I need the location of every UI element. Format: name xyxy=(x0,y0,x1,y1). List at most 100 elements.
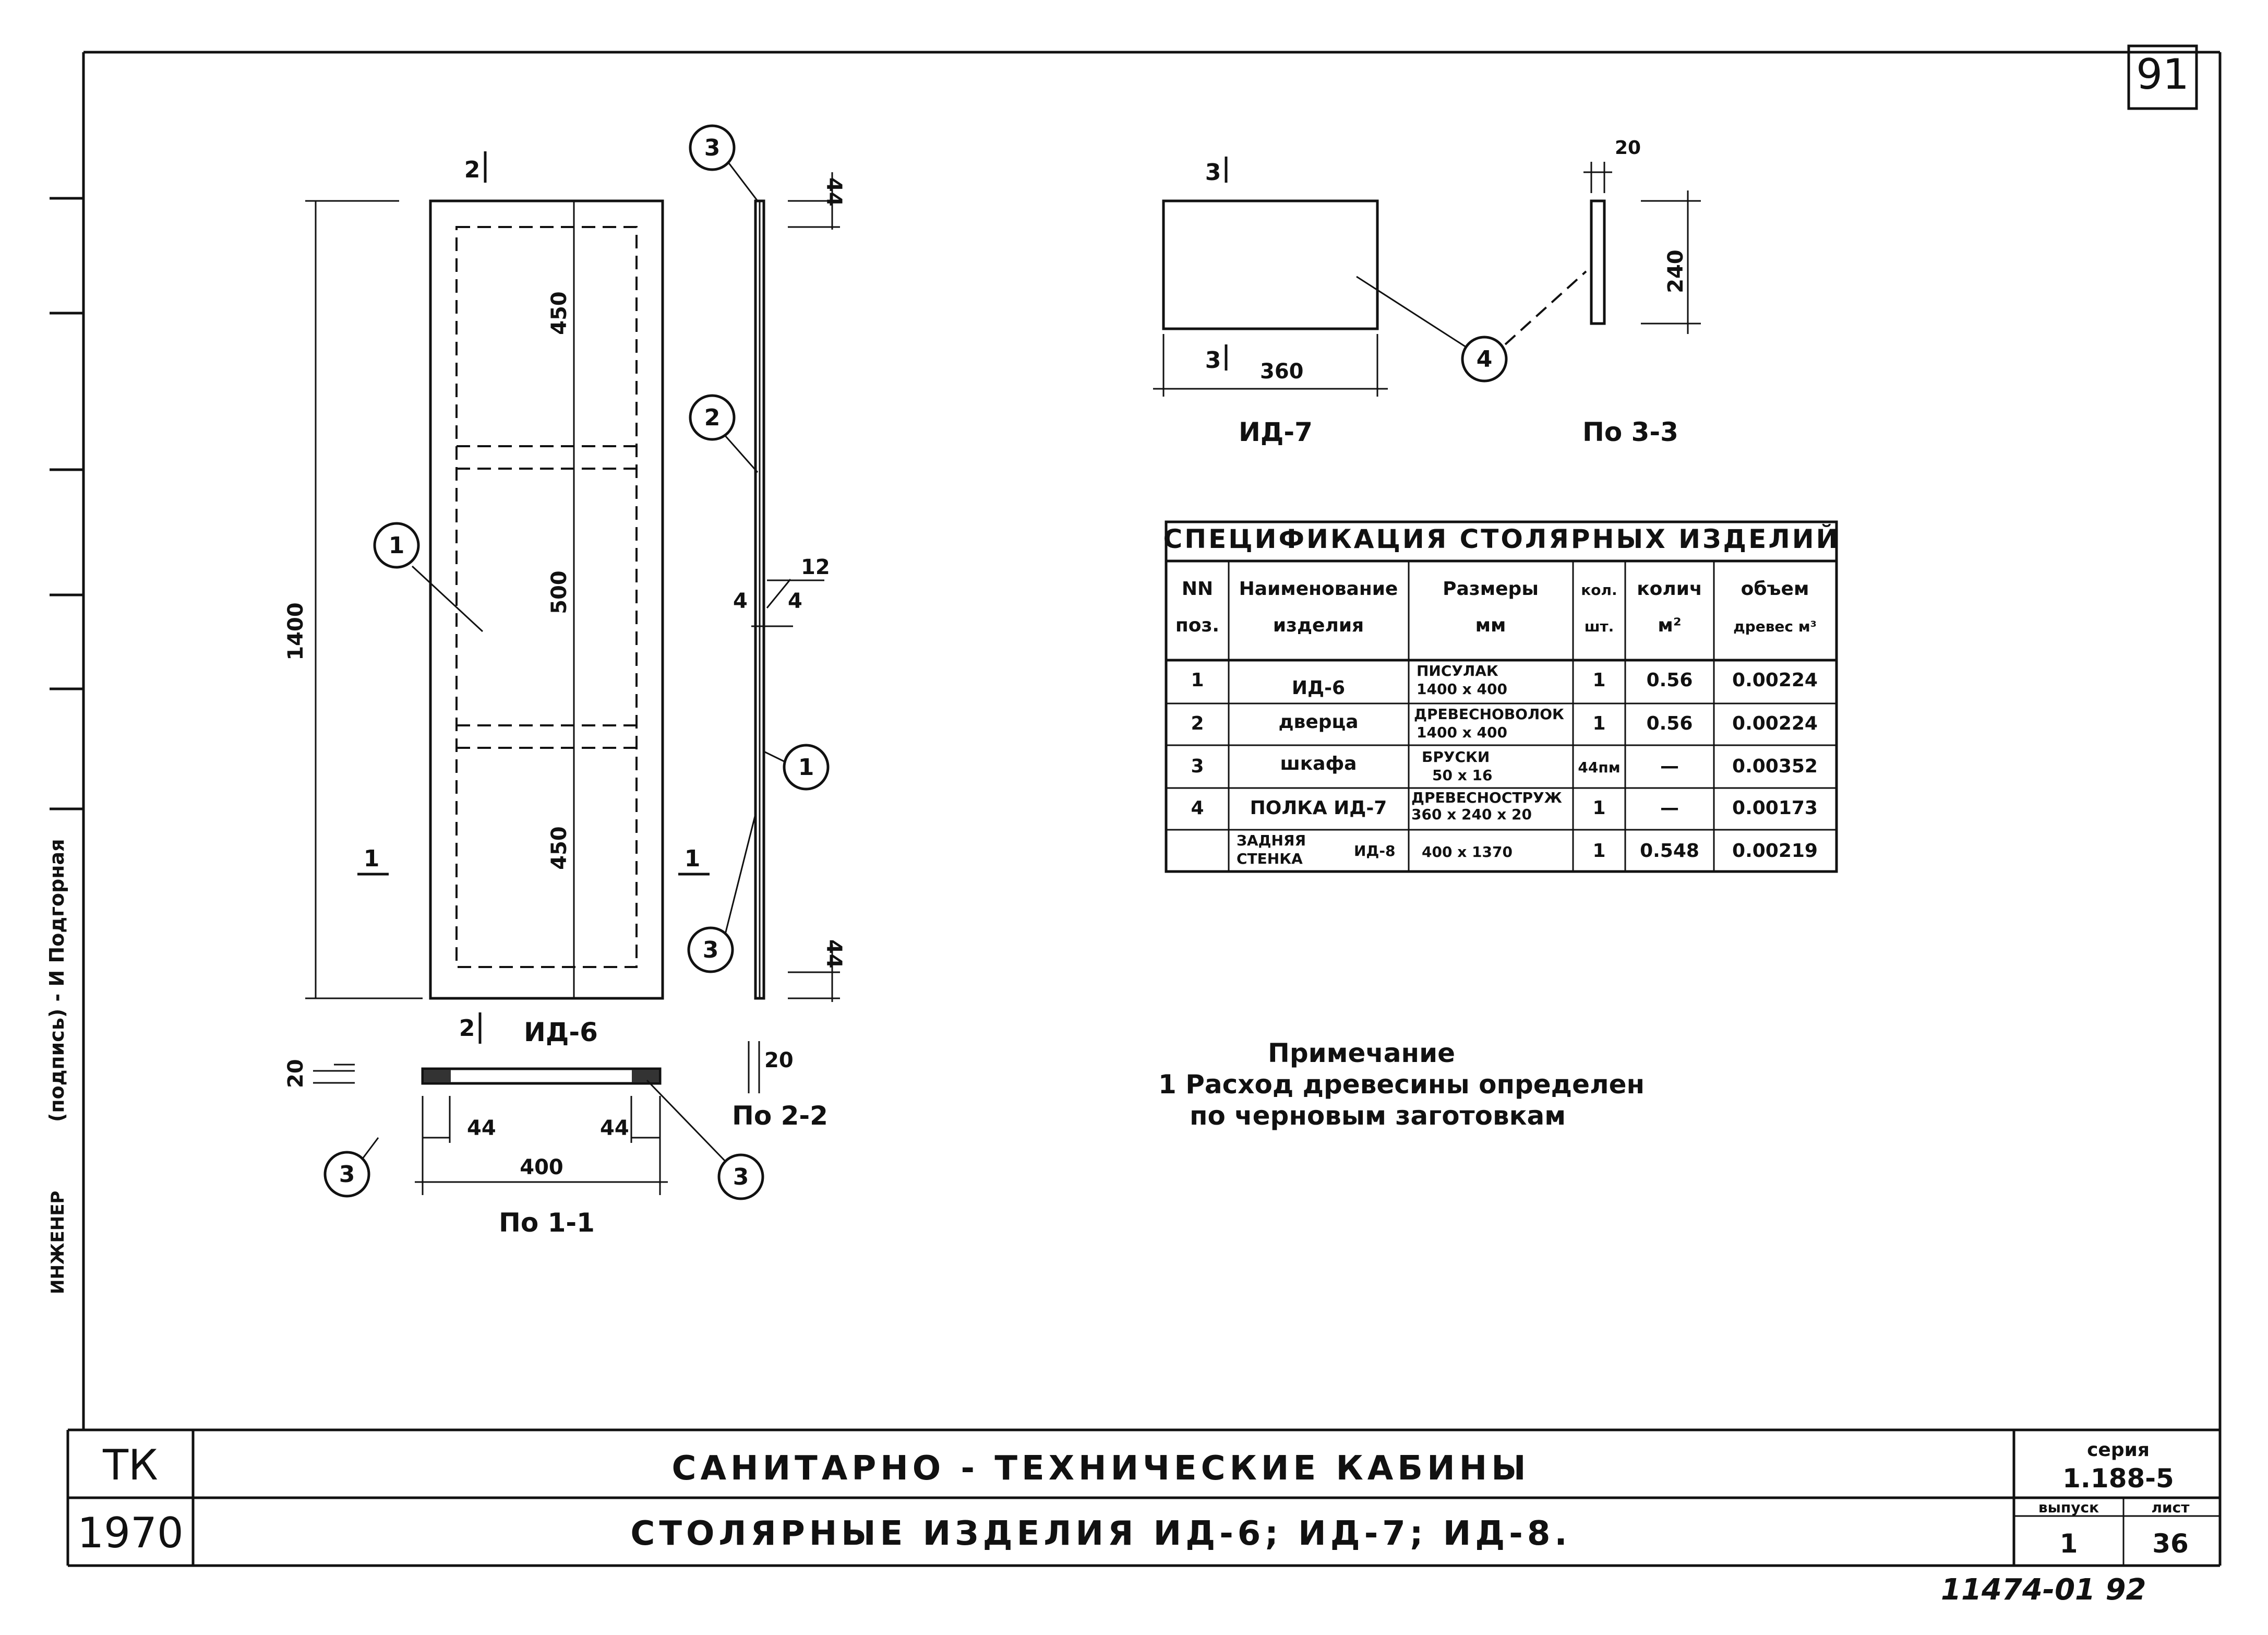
dim-4-right: 4 xyxy=(788,589,802,613)
hdr-pos-1: NN xyxy=(1182,578,1213,600)
hdr-area-2: м² xyxy=(1658,615,1681,636)
dim-panel-middle: 500 xyxy=(547,570,571,614)
group-name-2: дверца xyxy=(1278,711,1358,733)
section-3-3-caption: По 3-3 xyxy=(1582,417,1678,447)
row2-area: 0.56 xyxy=(1647,713,1693,734)
title-line-2: СТОЛЯРНЫЕ ИЗДЕЛИЯ ИД-6; ИД-7; ИД-8. xyxy=(630,1514,1571,1553)
row2-size-2: 1400 x 400 xyxy=(1417,724,1507,741)
callout-1: 1 xyxy=(389,532,405,559)
dim-edge-left: 44 xyxy=(467,1116,496,1140)
sheet-value: 36 xyxy=(2152,1529,2189,1559)
note-line-2: по черновым заготовкам xyxy=(1190,1101,1566,1131)
dim-top-44: 44 xyxy=(822,177,846,207)
series-label: серия xyxy=(2087,1439,2150,1461)
row1-area: 0.56 xyxy=(1647,670,1693,691)
hdr-qty-1: кол. xyxy=(1581,581,1617,599)
callout-3-bottom: 3 xyxy=(703,937,719,963)
row2-qty: 1 xyxy=(1592,713,1605,734)
dim-3-3-thickness: 20 xyxy=(1615,137,1641,159)
dim-height: 1400 xyxy=(284,602,308,660)
row2-pos: 2 xyxy=(1191,713,1204,734)
dim-2-2-thickness: 20 xyxy=(764,1048,794,1072)
dim-width-400: 400 xyxy=(520,1155,563,1179)
note: Примечание 1 Расход древесины определен … xyxy=(1158,1038,1645,1131)
dim-bottom-44: 44 xyxy=(822,939,846,969)
row3-area: — xyxy=(1660,756,1679,777)
dim-thickness-20: 20 xyxy=(284,1059,308,1088)
row5-name-2: СТЕНКА xyxy=(1237,850,1303,867)
note-heading: Примечание xyxy=(1268,1038,1455,1068)
note-line-1: 1 Расход древесины определен xyxy=(1158,1069,1645,1100)
year: 1970 xyxy=(77,1509,184,1557)
issue-value: 1 xyxy=(2060,1529,2078,1559)
row4-vol: 0.00173 xyxy=(1732,797,1818,819)
shelf-plan: 3 3 360 ИД-7 4 xyxy=(1153,157,1587,447)
elevation-caption: ИД-6 xyxy=(524,1017,598,1047)
callout-1-side: 1 xyxy=(798,754,814,781)
title-line-1: САНИТАРНО - ТЕХНИЧЕСКИЕ КАБИНЫ xyxy=(672,1449,1530,1488)
row3-qty: 44пм xyxy=(1578,759,1620,776)
callout-4: 4 xyxy=(1477,346,1493,373)
dim-panel-bottom: 450 xyxy=(547,826,571,870)
dim-edge-right: 44 xyxy=(600,1116,629,1140)
dim-panel-top: 450 xyxy=(547,291,571,335)
row4-name: ПОЛКА ИД-7 xyxy=(1250,797,1387,819)
section-2-2-caption: По 2-2 xyxy=(732,1101,828,1131)
row3-size-1: БРУСКИ xyxy=(1422,748,1490,766)
hdr-name-1: Наименование xyxy=(1239,578,1398,600)
row4-pos: 4 xyxy=(1191,797,1204,819)
row4-qty: 1 xyxy=(1592,797,1605,819)
section-1-1: 20 44 44 400 3 3 По 1-1 xyxy=(284,1059,764,1238)
hdr-size-1: Размеры xyxy=(1443,578,1539,600)
hdr-name-2: изделия xyxy=(1273,615,1364,636)
engineer-label: ИНЖЕНЕР xyxy=(47,1191,68,1294)
shelf-cut-bottom: 3 xyxy=(1205,347,1221,374)
hdr-vol-2: древес м³ xyxy=(1733,618,1817,635)
callout-3-right: 3 xyxy=(733,1164,749,1190)
row2-vol: 0.00224 xyxy=(1732,713,1818,734)
dim-4-left: 4 xyxy=(733,589,748,613)
row1-qty: 1 xyxy=(1592,670,1605,691)
hdr-size-2: мм xyxy=(1475,615,1506,636)
row1-pos: 1 xyxy=(1191,670,1204,691)
callout-3-left: 3 xyxy=(339,1161,355,1188)
row5-vol: 0.00219 xyxy=(1732,840,1818,862)
row3-pos: 3 xyxy=(1191,756,1204,777)
sheet-number: 91 xyxy=(2136,50,2189,99)
row4-size-1: ДРЕВЕСНОСТРУЖ xyxy=(1411,789,1562,806)
hdr-pos-2: поз. xyxy=(1175,615,1219,636)
row1-size-2: 1400 x 400 xyxy=(1417,681,1507,698)
row5-area: 0.548 xyxy=(1640,840,1699,862)
row5-name-code: ИД-8 xyxy=(1354,842,1395,860)
cut-1-right: 1 xyxy=(685,845,701,872)
group-name-1: ИД-6 xyxy=(1292,677,1345,699)
title-block: ТК 1970 САНИТАРНО - ТЕХНИЧЕСКИЕ КАБИНЫ С… xyxy=(68,1428,2220,1566)
archive-stamp: 11474-01 92 xyxy=(1941,1573,2146,1607)
row5-qty: 1 xyxy=(1592,840,1605,862)
group-name-3: шкафа xyxy=(1280,753,1357,774)
series-value: 1.188-5 xyxy=(2062,1463,2174,1494)
row5-name-1: ЗАДНЯЯ xyxy=(1237,832,1306,849)
section-1-1-caption: По 1-1 xyxy=(499,1208,595,1238)
callout-2: 2 xyxy=(704,404,721,431)
dim-shelf-360: 360 xyxy=(1260,360,1304,384)
section-3-3: 20 240 По 3-3 xyxy=(1582,137,1701,447)
hdr-vol-1: объем xyxy=(1741,578,1809,600)
row1-vol: 0.00224 xyxy=(1732,670,1818,691)
sheet-label: лист xyxy=(2152,1499,2190,1516)
cut-2-bottom: 2 xyxy=(459,1015,475,1042)
row3-size-2: 50 x 16 xyxy=(1432,767,1493,784)
sheet-number-box: 91 xyxy=(2127,44,2198,110)
shelf-cut-top: 3 xyxy=(1205,159,1221,186)
row3-vol: 0.00352 xyxy=(1732,756,1818,777)
hdr-qty-2: шт. xyxy=(1585,618,1614,635)
shelf-caption: ИД-7 xyxy=(1239,417,1313,447)
callout-3-top: 3 xyxy=(704,135,721,161)
hdr-area-1: колич xyxy=(1637,578,1702,600)
row1-size-1: ПИСУЛАК xyxy=(1417,662,1498,679)
spec-title: СПЕЦИФИКАЦИЯ СТОЛЯРНЫХ ИЗДЕЛИЙ xyxy=(1163,523,1840,554)
dim-12: 12 xyxy=(801,555,830,579)
row5-size-1: 400 x 1370 xyxy=(1422,843,1513,861)
